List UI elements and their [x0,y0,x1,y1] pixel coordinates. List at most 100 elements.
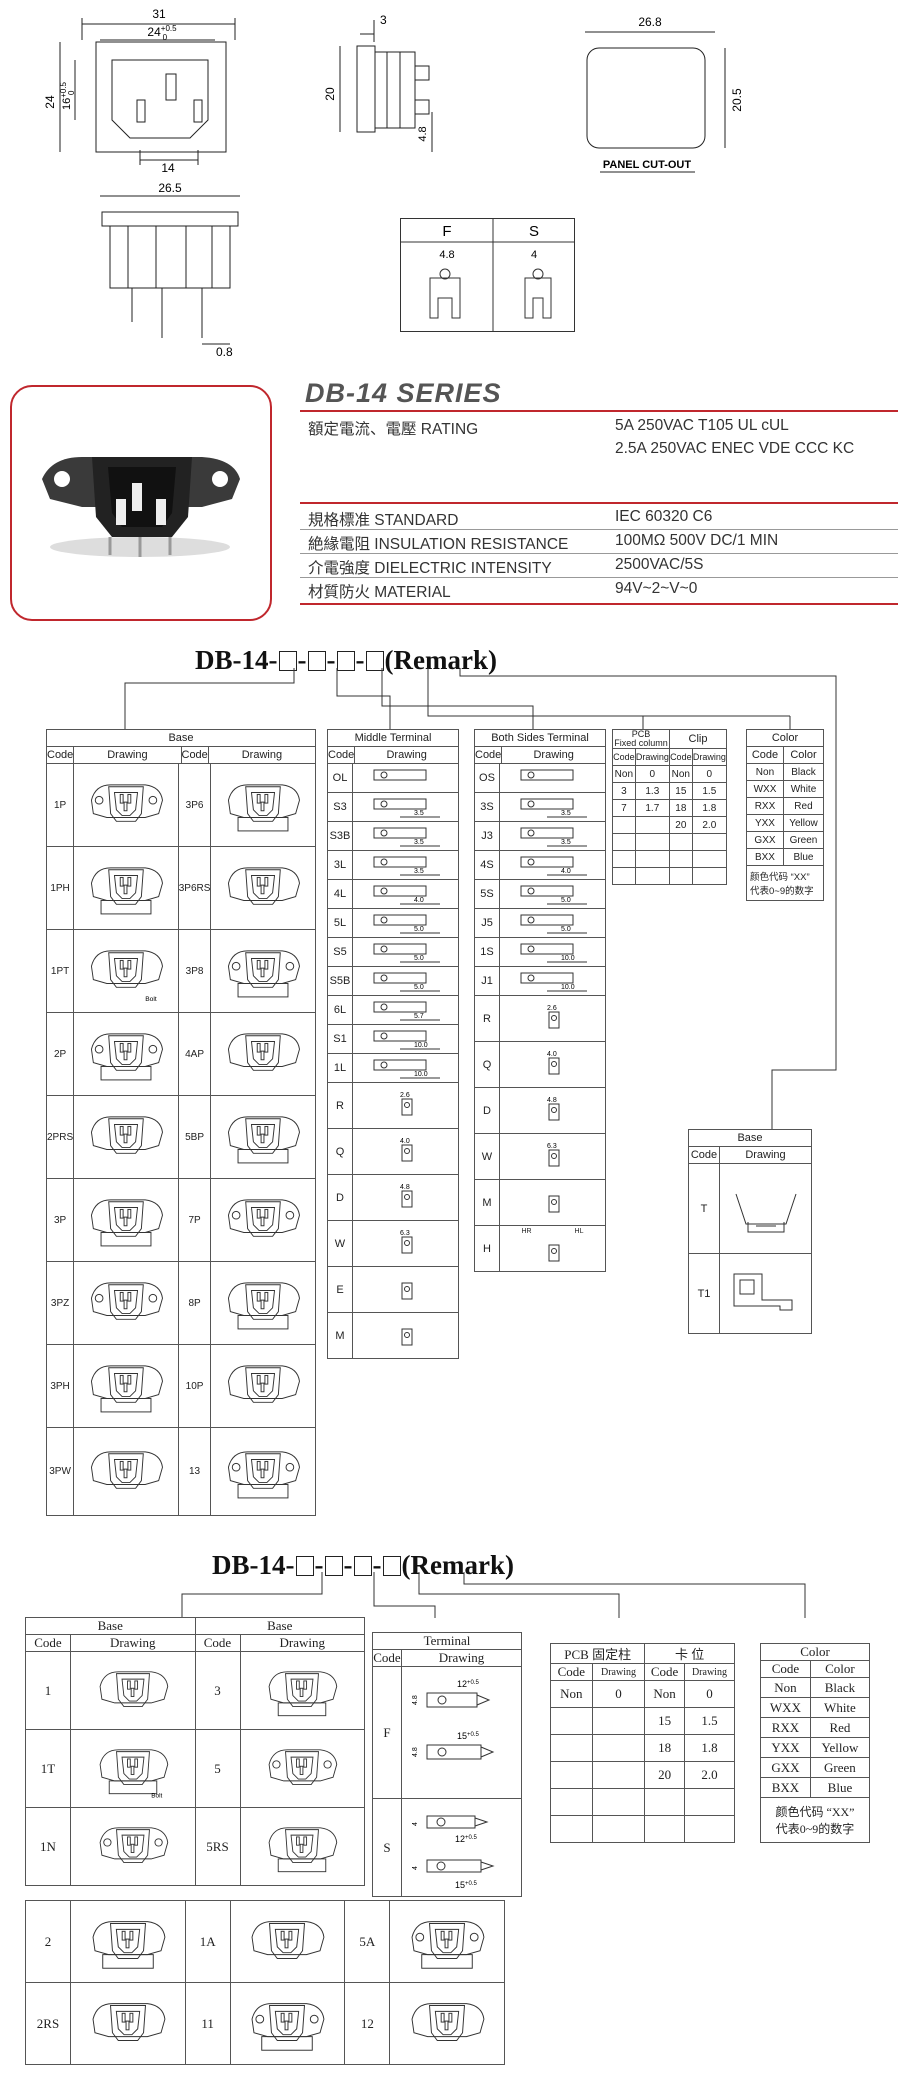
base-drawing [389,1982,505,2065]
col-code: Code [668,748,693,766]
terminal-drawing: 4.0 [352,879,459,909]
code-value: 7 [612,799,636,817]
svg-text:Bolt: Bolt [151,1792,162,1799]
dim-front-width: 31 [152,7,166,21]
svg-text:4.0: 4.0 [400,1138,410,1145]
base-drawing [210,1427,316,1516]
code-value: 18 [668,799,693,817]
pn1-remark: (Remark) [384,645,497,675]
color-name: Yellow [809,1737,871,1758]
col-code: Code [25,1634,71,1652]
base-drawing [70,1651,196,1730]
empty-cell [691,867,728,885]
terminal-drawing [352,1312,459,1359]
code-value [550,1734,593,1762]
table-row: 3PZ 8P [45,1261,316,1345]
dim-front-inner: 24 [147,25,161,39]
base-code: 2P [45,1012,75,1096]
svg-text:Bolt: Bolt [145,996,157,1003]
terminal-code: D [327,1174,353,1221]
pn2-dash: - [372,1550,382,1580]
color-code: Non [746,763,784,781]
pn1-dash: - [297,645,307,675]
terminal-code: Q [474,1041,500,1088]
col-drawing: Drawing [70,1634,196,1652]
code-value: Non [644,1680,685,1708]
svg-text:5.0: 5.0 [561,926,571,933]
code-value: Non [612,765,636,783]
terminal-drawing: 6.3 [352,1220,459,1267]
f-width-2: 4.8 [412,1747,419,1757]
code-value [644,1788,685,1816]
dim-front-h2-sup: +0.5 [59,81,68,97]
base-code: 5A [344,1900,391,1983]
s-dim-1: 12 [455,1834,465,1844]
terminal-drawing: 2.6 [499,995,606,1042]
drawing-value [683,1815,736,1843]
col-drawing: Drawing [239,1634,365,1652]
base-t-title: Base [688,1129,812,1147]
base-drawing: Bolt [73,929,179,1013]
drawing-value [591,1788,646,1816]
terminal-drawing: 4.8 [499,1087,606,1134]
drawing-value: 1.7 [634,799,670,817]
dim-front-h2: 16 [61,98,73,110]
spec-sep-1 [300,529,898,530]
terminal-code: W [474,1133,500,1180]
table-row [612,833,728,851]
code-value: 18 [644,1734,685,1762]
both-sides-terminal-title: Both Sides Terminal [474,729,606,747]
terminal-fs-table: F S 4.8 4 [400,218,575,332]
base-drawing [73,1095,179,1179]
table-row: OL [327,763,459,793]
terminal-code: M [327,1312,353,1359]
drawing-value: 0 [691,765,728,783]
base-code: 8P [177,1261,212,1345]
pn2-slot [324,1556,343,1576]
bottom-color-note-1: 颜色代码 “XX” [775,1805,855,1819]
hr-label: HR [521,1228,532,1235]
terminal-code: J3 [474,821,500,851]
spec-dielectric-label: 介電強度 DIELECTRIC INTENSITY [308,560,552,577]
terminal-code: R [327,1082,353,1129]
drawing-value: 2.0 [691,816,728,834]
col-code: Code [746,746,784,764]
drawing-value: 0 [683,1680,736,1708]
svg-text:4.8: 4.8 [400,1184,410,1191]
svg-text:15+0.5: 15+0.5 [455,1880,478,1890]
spec-material-value: 94V~2~V~0 [615,580,698,597]
col-code: Code [688,1146,720,1164]
terminal-drawing: 3.5 [352,821,459,851]
terminal-code: F [372,1666,402,1799]
dim-tol-sub: 0 [163,33,168,42]
code-value: 3 [612,782,636,800]
dim-cutout-height: 20.5 [730,88,744,112]
svg-text:2.6: 2.6 [400,1092,410,1099]
base-code: 3PZ [45,1261,75,1345]
base-drawing [73,1344,179,1428]
empty-cell [691,833,728,851]
col-drawing: Drawing [719,1146,812,1164]
dim-cutout-width: 26.8 [638,15,662,29]
spec-sep-2 [300,553,898,554]
table-row [550,1788,736,1816]
base-code: 3 [194,1651,241,1730]
terminal-code: 1L [327,1053,353,1083]
panel-cutout-label: PANEL CUT-OUT [603,159,691,171]
drawing-value: 2.0 [683,1761,736,1789]
code-value [644,1815,685,1843]
